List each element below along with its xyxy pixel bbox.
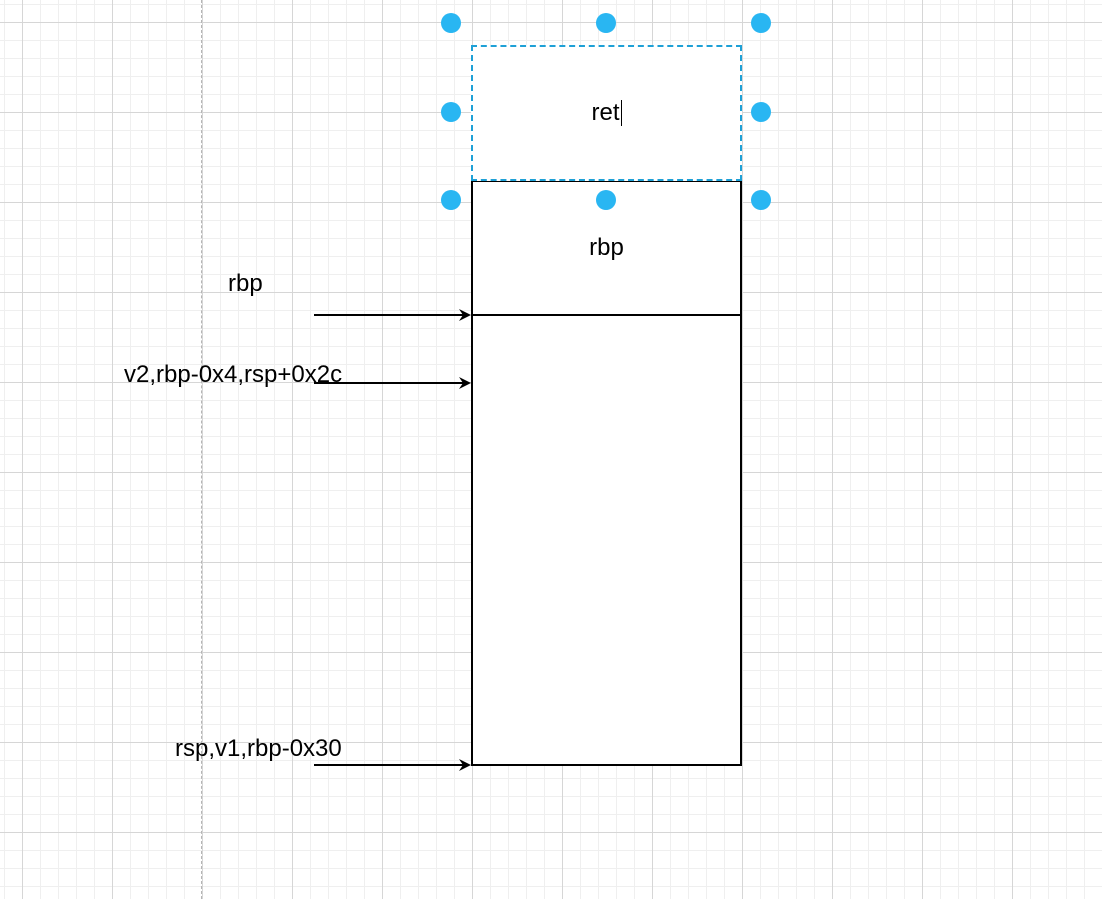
- page-boundary-guide: [201, 0, 202, 899]
- stack-cell-ret-label[interactable]: ret: [591, 99, 620, 126]
- pointer-label-rbp[interactable]: rbp: [228, 270, 263, 297]
- resize-handle-left[interactable]: [441, 102, 461, 122]
- pointer-label-v2[interactable]: v2,rbp-0x4,rsp+0x2c: [124, 361, 343, 388]
- stack-cell-saved-rbp-label: rbp: [589, 234, 624, 261]
- resize-handle-bottom-left[interactable]: [441, 190, 461, 210]
- resize-handle-bottom[interactable]: [596, 190, 616, 210]
- stack-cell-locals[interactable]: [471, 314, 742, 766]
- stack-cell-ret-selected[interactable]: ret: [471, 45, 742, 181]
- resize-handle-right[interactable]: [751, 102, 771, 122]
- resize-handle-bottom-right[interactable]: [751, 190, 771, 210]
- text-caret: [620, 100, 622, 126]
- resize-handle-top-right[interactable]: [751, 13, 771, 33]
- pointer-label-rsp[interactable]: rsp,v1,rbp-0x30: [175, 735, 342, 762]
- resize-handle-top-left[interactable]: [441, 13, 461, 33]
- resize-handle-top[interactable]: [596, 13, 616, 33]
